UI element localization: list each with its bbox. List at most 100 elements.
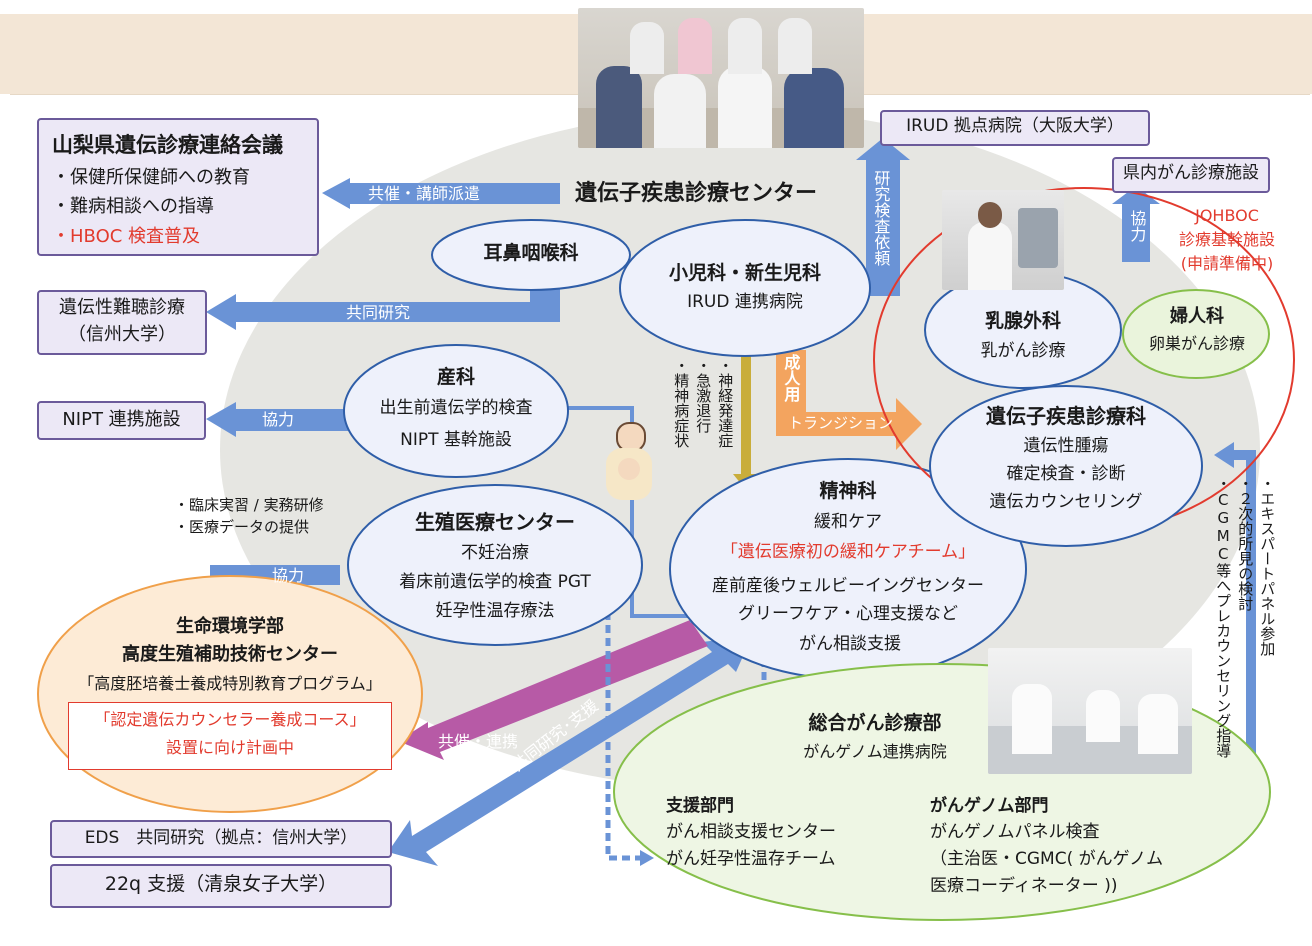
mother-baby-illustration [598,420,660,508]
genome-title: がんゲノム部門 [930,796,1049,816]
kennai-box [1112,157,1270,193]
ellipse-obstetrics [343,344,569,478]
breast-sub: 乳がん診療 [980,341,1066,361]
obstetrics-line2: NIPT 基幹施設 [400,430,512,450]
connector-obstetrics [560,406,692,618]
obstetrics-title: 産科 [436,366,475,388]
life-env-line3: 「高度胚培養士養成特別教育プログラム」 [78,674,382,693]
psychiatry-title: 精神科 [819,480,877,502]
arrow-expert-top [1214,442,1252,468]
clinical-note: ・医療データの提供 [174,518,310,536]
yamanashi-item-hboc: ・HBOC 検査普及 [52,226,201,247]
life-env-line2: 高度生殖補助技術センター [122,644,338,665]
psychiatry-line4: グリーフケア・心理支援など [738,604,958,624]
psych-note: ・急激退行 [694,358,713,433]
eds-box [50,820,392,858]
support-line: がん妊孕性温存チーム [666,849,836,869]
yamanashi-item: ・保健所保健師への教育 [52,167,250,188]
q22-label: 22q 支援（清泉女子大学） [104,873,338,895]
arrow-cosponsor-collab [398,620,708,760]
yamanashi-title: 山梨県遺伝診療連絡会議 [52,133,283,157]
psychiatry-line1: 緩和ケア [814,512,882,532]
hearing-line2: （信州大学） [68,324,176,345]
eds-label: EDS 共同研究（拠点：信州大学） [84,828,358,848]
pediatrics-sub: IRUD 連携病院 [687,292,803,312]
label-cosponsor-collab: 共催・連携 [438,732,519,751]
genome-line: がんゲノムパネル検査 [930,822,1100,842]
expert-note: ・２次的所見の検討 [1236,476,1255,611]
johboc-line2: 診療基幹施設 [1178,230,1275,249]
cancer-sub: がんゲノム連携病院 [803,742,947,761]
breast-title: 乳腺外科 [984,310,1061,332]
pediatrics-title: 小児科・新生児科 [668,262,821,284]
ent-title: 耳鼻咽喉科 [483,242,579,264]
reproductive-line: 妊孕性温存療法 [435,601,555,621]
breast-photo [942,190,1064,290]
clinical-note: ・臨床実習 / 実務研修 [174,496,324,514]
label-coop-lifeenv: 協力 [272,566,305,585]
arrow-cosponsor [322,178,560,209]
arrow-research-request [856,138,910,296]
ellipse-genetics [929,385,1203,547]
genetics-line: 確定検査・診断 [1006,464,1126,484]
life-env-red2: 設置に向け計画中 [165,738,294,757]
psych-note: ・精神病症状 [672,358,691,448]
yamanashi-item: ・難病相談への指導 [52,196,214,217]
meeting-photo [988,648,1192,774]
ellipse-ent [431,219,631,291]
arrow-joint-support [388,636,752,866]
genetics-line: 遺伝性腫瘍 [1023,436,1109,456]
arrow-joint-research [206,262,574,330]
genome-line: 医療コーディネーター )) [930,876,1118,896]
life-env-red1: 「認定遺伝カウンセラー養成コース」 [94,710,366,729]
expert-note: ・エキスパートパネル参加 [1258,476,1277,656]
life-env-red-box [68,702,392,770]
kennai-label: 県内がん診療施設 [1123,163,1259,183]
arrow-coop-nipt [206,402,350,437]
irud-base-box [880,110,1150,146]
psychiatry-line2: 「遺伝医療初の緩和ケアチーム」 [720,542,976,562]
gyn-title: 婦人科 [1170,306,1224,327]
psychiatry-line5: がん相談支援 [799,634,901,654]
genetics-title: 遺伝子疾患診療科 [986,404,1146,428]
reproductive-line: 着床前遺伝学的検査 PGT [399,572,591,592]
ellipse-gyn [1122,289,1270,379]
nipt-partner-label: NIPT 連携施設 [62,409,181,430]
nipt-partner-box [37,401,206,440]
yamanashi-box [37,118,319,256]
hearing-box [37,290,207,355]
life-env-line1: 生命環境学部 [176,616,284,637]
dashed-preserve [605,612,640,861]
ellipse-pediatrics [619,219,871,357]
obstetrics-line1: 出生前遺伝学的検査 [379,398,533,418]
label-research-request: 研究検査依頼 [871,170,891,266]
label-joint: 共同研究 [346,303,411,322]
genetics-line: 遺伝カウンセリング [989,492,1143,512]
johboc-line1: JOHBOC [1195,206,1259,225]
staff-photo [578,8,864,148]
expert-note: ・CGMC等へプレカウンセリング指導 [1214,476,1233,758]
reproductive-title: 生殖医療センター [415,510,575,534]
q22-box [50,864,392,908]
label-coop-kennai: 協力 [1127,210,1147,242]
label-adult: 成人用 [781,354,801,402]
psych-note: ・神経発達症 [716,358,735,448]
label-coop-nipt: 協力 [262,410,295,429]
reproductive-line: 不妊治療 [461,543,529,563]
hearing-line1: 遺伝性難聴診療 [59,297,185,318]
cancer-title: 総合がん診療部 [808,712,942,734]
gyn-sub: 卵巣がん診療 [1148,334,1245,353]
arrow-coop-kennai [1112,186,1160,262]
support-line: がん相談支援センター [666,822,836,842]
ellipse-reproductive [347,484,643,646]
psychiatry-line3: 産前産後ウェルビーイングセンター [712,576,984,596]
arrow-psych-stem [741,318,751,476]
johboc-line3: (申請準備中) [1180,254,1274,273]
center-title: 遺伝子疾患診療センター [575,181,818,206]
label-cosponsor: 共催・講師派遣 [368,184,481,203]
genome-line: （主治医・CGMC( がんゲノム [930,849,1164,869]
arrow-expert-stem [1246,450,1256,822]
arrow-transition [776,350,922,450]
